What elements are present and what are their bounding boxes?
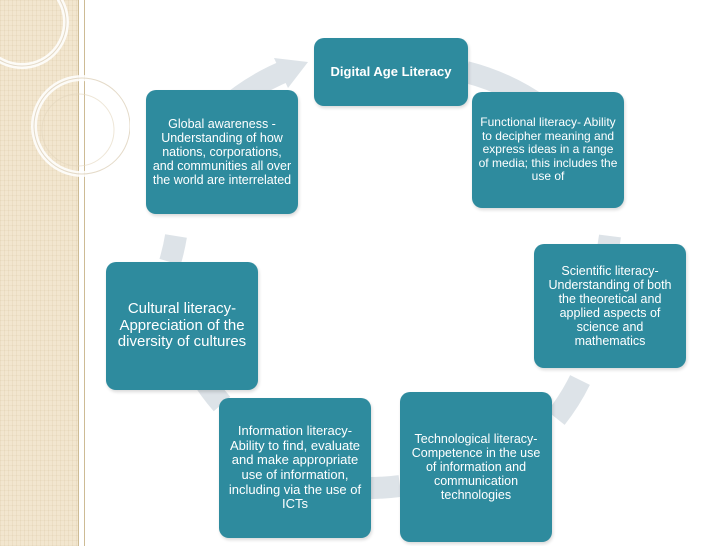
node-global-awareness: Global awareness - Understanding of how …: [146, 90, 298, 214]
node-functional-literacy: Functional literacy- Ability to decipher…: [472, 92, 624, 208]
node-global-awareness-label: Global awareness - Understanding of how …: [152, 117, 292, 187]
node-information-literacy-label: Information literacy- Ability to find, e…: [228, 423, 362, 512]
sidebar-divider-inner: [84, 0, 85, 546]
node-scientific-literacy: Scientific literacy- Understanding of bo…: [534, 244, 686, 368]
decorative-circles: [0, 0, 130, 177]
node-cultural-literacy-label: Cultural literacy- Appreciation of the d…: [117, 299, 247, 351]
decorative-sidebar: [0, 0, 78, 546]
node-information-literacy: Information literacy- Ability to find, e…: [219, 398, 371, 538]
node-digital-age-literacy-label: Digital Age Literacy: [330, 63, 452, 79]
node-digital-age-literacy: Digital Age Literacy: [314, 38, 468, 106]
node-technological-literacy: Technological literacy- Competence in th…: [400, 392, 552, 542]
sidebar-divider: [78, 0, 79, 546]
node-technological-literacy-label: Technological literacy- Competence in th…: [411, 432, 541, 502]
node-scientific-literacy-label: Scientific literacy- Understanding of bo…: [548, 264, 672, 348]
node-functional-literacy-label: Functional literacy- Ability to decipher…: [478, 115, 618, 184]
node-cultural-literacy: Cultural literacy- Appreciation of the d…: [106, 262, 258, 390]
